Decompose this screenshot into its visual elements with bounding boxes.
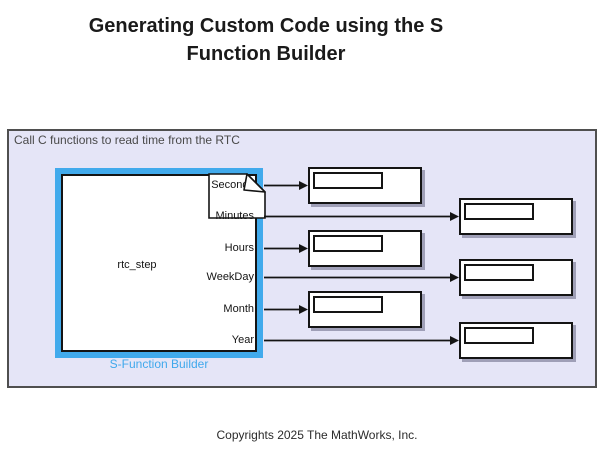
display-value-hours (313, 235, 383, 252)
signal-line-hours[interactable] (264, 244, 308, 253)
signal-line-month[interactable] (264, 305, 308, 314)
port-label-hours: Hours (224, 242, 254, 254)
signal-line-seconds[interactable] (264, 181, 308, 190)
display-value-month (313, 296, 383, 313)
model-title-line1: Generating Custom Code using the S (88, 15, 444, 37)
annotation-area-caption: Call C functions to read time from the R… (14, 133, 240, 147)
port-label-minutes: Minutes (215, 210, 254, 222)
model-title-line2: Function Builder (186, 43, 346, 65)
display-block-weekday[interactable] (459, 259, 573, 296)
display-value-weekday (464, 264, 534, 281)
port-label-month: Month (223, 303, 254, 315)
display-block-hours[interactable] (308, 230, 422, 267)
port-label-weekday: WeekDay (206, 271, 254, 283)
display-block-minutes[interactable] (459, 198, 573, 235)
display-value-seconds (313, 172, 383, 189)
sfunction-block-caption[interactable]: S-Function Builder (109, 357, 209, 371)
display-value-minutes (464, 203, 534, 220)
copyright-text: Copyrights 2025 The MathWorks, Inc. (216, 428, 418, 442)
folded-corner-flap-icon (243, 173, 266, 193)
display-value-year (464, 327, 534, 344)
display-block-year[interactable] (459, 322, 573, 359)
port-label-year: Year (231, 334, 254, 346)
model-title: Generating Custom Code using the S Funct… (66, 12, 466, 68)
sfunction-name-label: rtc_step (117, 259, 157, 271)
signal-line-minutes[interactable] (264, 212, 459, 221)
display-block-seconds[interactable] (308, 167, 422, 204)
signal-line-weekday[interactable] (264, 273, 459, 282)
display-block-month[interactable] (308, 291, 422, 328)
signal-line-year[interactable] (264, 336, 459, 345)
port-label-seconds: Seconds (211, 179, 254, 191)
